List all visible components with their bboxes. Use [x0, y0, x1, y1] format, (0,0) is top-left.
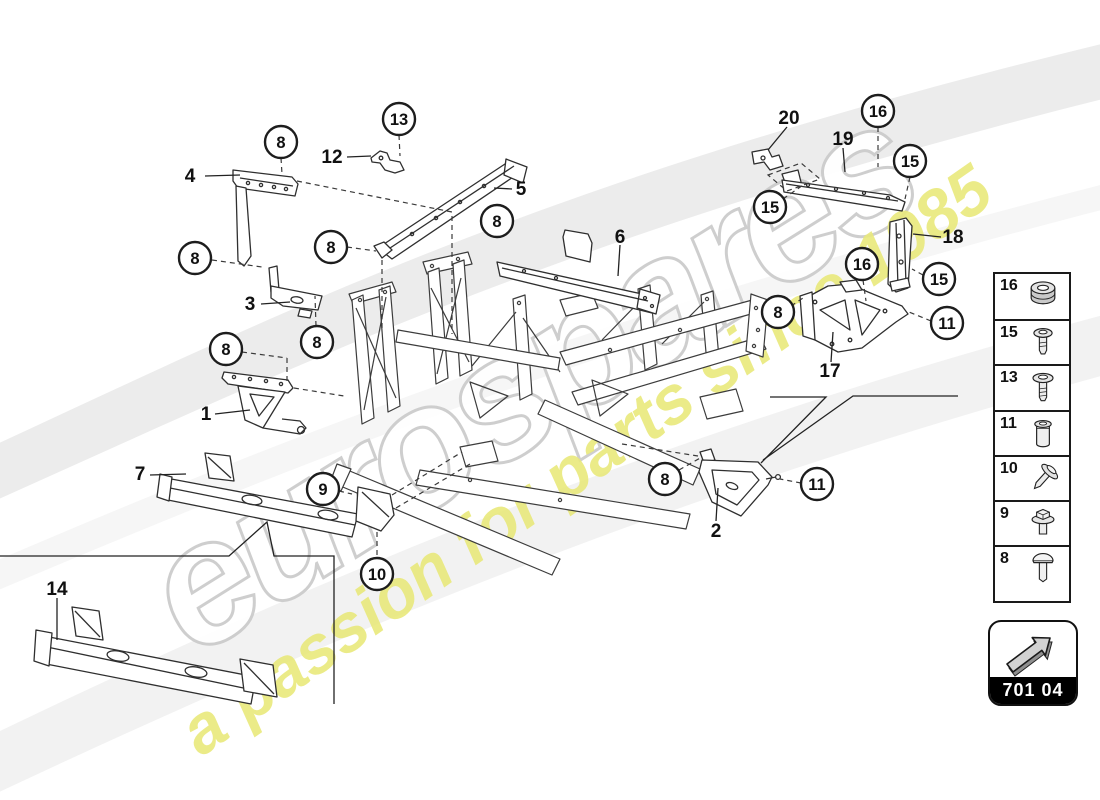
callout-9[interactable]: 9	[305, 471, 341, 507]
fastener-number: 15	[1000, 324, 1018, 342]
callout-10[interactable]: 10	[359, 556, 395, 592]
part-label-3: 3	[245, 294, 256, 315]
callout-15[interactable]: 15	[921, 261, 957, 297]
section-arrow-icon	[1006, 636, 1053, 677]
callout-8[interactable]: 8	[479, 203, 515, 239]
background-swoosh	[0, 44, 1100, 792]
part-label-14: 14	[46, 579, 68, 600]
svg-text:15: 15	[761, 199, 779, 217]
button-screw-icon	[1032, 553, 1054, 583]
callout-8[interactable]: 8	[263, 124, 299, 160]
svg-text:10: 10	[368, 566, 386, 584]
fastener-legend: 16 15 13	[993, 272, 1071, 603]
part-label-1: 1	[201, 404, 212, 425]
callout-15[interactable]: 15	[752, 189, 788, 225]
svg-text:15: 15	[901, 153, 919, 171]
callout-11[interactable]: 11	[799, 466, 835, 502]
svg-text:15: 15	[930, 271, 948, 289]
fastener-cell-9[interactable]: 9	[995, 499, 1069, 545]
fastener-cell-13[interactable]: 13	[995, 364, 1069, 409]
svg-text:8: 8	[312, 334, 321, 352]
part-label-2: 2	[711, 521, 722, 542]
svg-text:9: 9	[318, 481, 327, 499]
svg-text:11: 11	[808, 476, 825, 494]
svg-text:16: 16	[869, 103, 887, 121]
fastener-cell-10[interactable]: 10	[995, 454, 1069, 500]
screw-washer-icon	[1033, 328, 1053, 355]
callout-8[interactable]: 8	[177, 240, 213, 276]
part-label-20: 20	[778, 108, 799, 129]
part-label-12: 12	[321, 147, 342, 168]
svg-text:8: 8	[326, 239, 335, 257]
fastener-cell-8[interactable]: 8	[995, 545, 1069, 590]
screw-washer-large-icon	[1032, 373, 1054, 402]
fastener-number: 13	[1000, 369, 1018, 387]
callout-8[interactable]: 8	[208, 331, 244, 367]
svg-text:8: 8	[276, 134, 285, 152]
part-label-18: 18	[942, 227, 963, 248]
svg-text:8: 8	[773, 304, 782, 322]
fastener-number: 11	[1000, 414, 1017, 432]
grommet-icon	[1030, 281, 1056, 305]
callout-11[interactable]: 11	[929, 305, 965, 341]
part-label-5: 5	[516, 179, 527, 200]
part-label-7: 7	[135, 464, 146, 485]
part-label-19: 19	[832, 129, 853, 150]
fastener-number: 16	[1000, 277, 1018, 294]
callout-16[interactable]: 16	[844, 246, 880, 282]
sleeve-bolt-icon	[1034, 419, 1052, 447]
callout-15[interactable]: 15	[892, 143, 928, 179]
label-leaders	[0, 126, 958, 704]
callout-16[interactable]: 16	[860, 93, 896, 129]
fastener-number: 10	[1000, 459, 1018, 477]
callout-8[interactable]: 8	[760, 294, 796, 330]
fastener-number: 9	[1000, 504, 1009, 522]
section-nav-box[interactable]: 701 04	[988, 620, 1078, 706]
callout-8[interactable]: 8	[313, 229, 349, 265]
svg-text:13: 13	[390, 111, 408, 129]
svg-text:11: 11	[938, 315, 955, 333]
svg-text:16: 16	[853, 256, 871, 274]
fastener-cell-11[interactable]: 11	[995, 409, 1069, 455]
dashed-leaders	[211, 127, 932, 557]
svg-text:8: 8	[660, 471, 669, 489]
svg-text:8: 8	[492, 213, 501, 231]
fastener-cell-15[interactable]: 15	[995, 319, 1069, 364]
part-label-17: 17	[819, 361, 840, 382]
hex-flange-bolt-icon	[1031, 508, 1055, 535]
part-label-6: 6	[615, 227, 626, 248]
svg-text:8: 8	[221, 341, 230, 359]
part-drawings	[33, 148, 913, 705]
long-bolt-icon	[1033, 463, 1059, 490]
fastener-cell-16[interactable]: 16	[995, 274, 1069, 319]
callout-13[interactable]: 13	[381, 101, 417, 137]
part-label-4: 4	[185, 166, 196, 187]
svg-text:8: 8	[190, 250, 199, 268]
callout-8[interactable]: 8	[299, 324, 335, 360]
callout-8[interactable]: 8	[647, 461, 683, 497]
section-code: 701 04	[990, 677, 1076, 704]
fastener-number: 8	[1000, 550, 1009, 568]
